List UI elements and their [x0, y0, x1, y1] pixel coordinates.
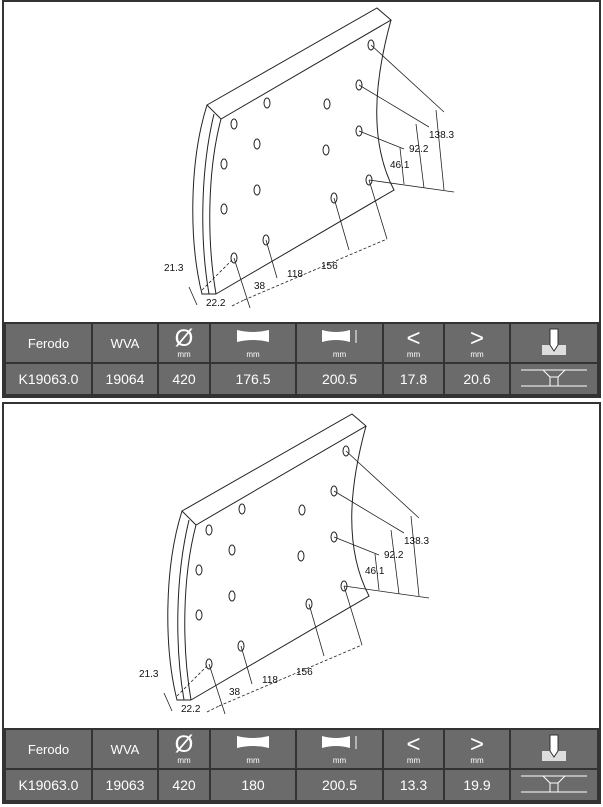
unit-label: mm — [470, 755, 484, 765]
dim-118: 118 — [262, 675, 278, 686]
less-than-icon: < — [406, 730, 421, 758]
dim-38: 38 — [254, 281, 266, 292]
dim-92: 92.2 — [384, 550, 404, 561]
lining-length-icon — [321, 330, 356, 343]
cell-length: 200.5 — [295, 768, 384, 802]
header-wva: WVA — [91, 322, 159, 364]
header-length: mm — [295, 322, 384, 364]
header-rivet — [509, 728, 599, 770]
rivet-holes — [220, 39, 375, 264]
dim-92: 92.2 — [409, 144, 429, 155]
greater-than-icon: > — [469, 324, 484, 352]
dim-138: 138.3 — [404, 536, 430, 547]
dim-46: 46.1 — [365, 566, 385, 577]
header-max: >mm — [443, 728, 511, 770]
dim-38: 38 — [229, 687, 241, 698]
cell-wva: 19064 — [91, 362, 159, 396]
unit-label: mm — [470, 349, 484, 359]
header-wva: WVA — [91, 728, 159, 770]
cell-max: 19.9 — [443, 768, 511, 802]
greater-than-icon: > — [469, 730, 484, 758]
brake-lining-drawing: 138.3 92.2 46.1 21.3 22.2 38 118 156 — [4, 2, 599, 317]
unit-label: mm — [246, 756, 260, 765]
cell-wva: 19063 — [91, 768, 159, 802]
diameter-icon: Ø — [174, 324, 194, 352]
unit-label: mm — [177, 349, 191, 359]
cell-ferodo: K19063.0 — [4, 768, 93, 802]
unit-label: mm — [246, 350, 260, 359]
rivet-drill-icon — [542, 734, 566, 761]
less-than-icon: < — [406, 324, 421, 352]
unit-label: mm — [332, 350, 347, 359]
cell-ferodo: K19063.0 — [4, 362, 93, 396]
unit-label: mm — [177, 755, 191, 765]
header-max: >mm — [443, 322, 511, 364]
header-min: <mm — [382, 322, 445, 364]
dim-138: 138.3 — [429, 130, 455, 141]
header-width: mm — [209, 322, 297, 364]
rivet-holes — [195, 445, 350, 670]
cell-min: 13.3 — [382, 768, 445, 802]
dim-156: 156 — [296, 667, 313, 678]
dim-118: 118 — [287, 269, 303, 280]
cell-max: 20.6 — [443, 362, 511, 396]
cell-length: 200.5 — [295, 362, 384, 396]
lining-panel-2: 138.3 92.2 46.1 21.3 22.2 38 118 156 Fer… — [2, 402, 601, 804]
countersunk-rivet-icon — [521, 775, 587, 792]
unit-label: mm — [406, 755, 421, 765]
header-ferodo: Ferodo — [4, 728, 93, 770]
lining-length-icon — [321, 736, 356, 749]
countersunk-rivet-icon — [521, 369, 587, 386]
header-rivet — [509, 322, 599, 364]
lining-panel-1: 138.3 92.2 46.1 21.3 22.2 38 118 156 Fer… — [2, 0, 601, 398]
cell-width: 176.5 — [209, 362, 297, 396]
cell-diameter: 420 — [157, 768, 211, 802]
table-row: K19063.0 19064 420 176.5 200.5 17.8 20.6 — [4, 362, 599, 396]
unit-label: mm — [332, 756, 347, 765]
cell-rivet — [509, 362, 599, 396]
table-row: K19063.0 19063 420 180 200.5 13.3 19.9 — [4, 768, 599, 802]
header-min: <mm — [382, 728, 445, 770]
cell-width: 180 — [209, 768, 297, 802]
dim-156: 156 — [321, 261, 338, 272]
brake-lining-drawing: 138.3 92.2 46.1 21.3 22.2 38 118 156 — [0, 408, 574, 723]
dim-21: 21.3 — [164, 263, 184, 274]
lining-width-icon — [237, 736, 269, 748]
header-ferodo: Ferodo — [4, 322, 93, 364]
unit-label: mm — [406, 349, 421, 359]
dim-22: 22.2 — [206, 298, 226, 309]
dim-21: 21.3 — [139, 669, 159, 680]
diameter-icon: Ø — [174, 730, 194, 758]
cell-min: 17.8 — [382, 362, 445, 396]
cell-rivet — [509, 768, 599, 802]
lining-width-icon — [237, 330, 269, 342]
cell-diameter: 420 — [157, 362, 211, 396]
dim-46: 46.1 — [390, 160, 410, 171]
header-width: mm — [209, 728, 297, 770]
dim-22: 22.2 — [181, 704, 201, 715]
rivet-drill-icon — [542, 328, 566, 355]
header-length: mm — [295, 728, 384, 770]
